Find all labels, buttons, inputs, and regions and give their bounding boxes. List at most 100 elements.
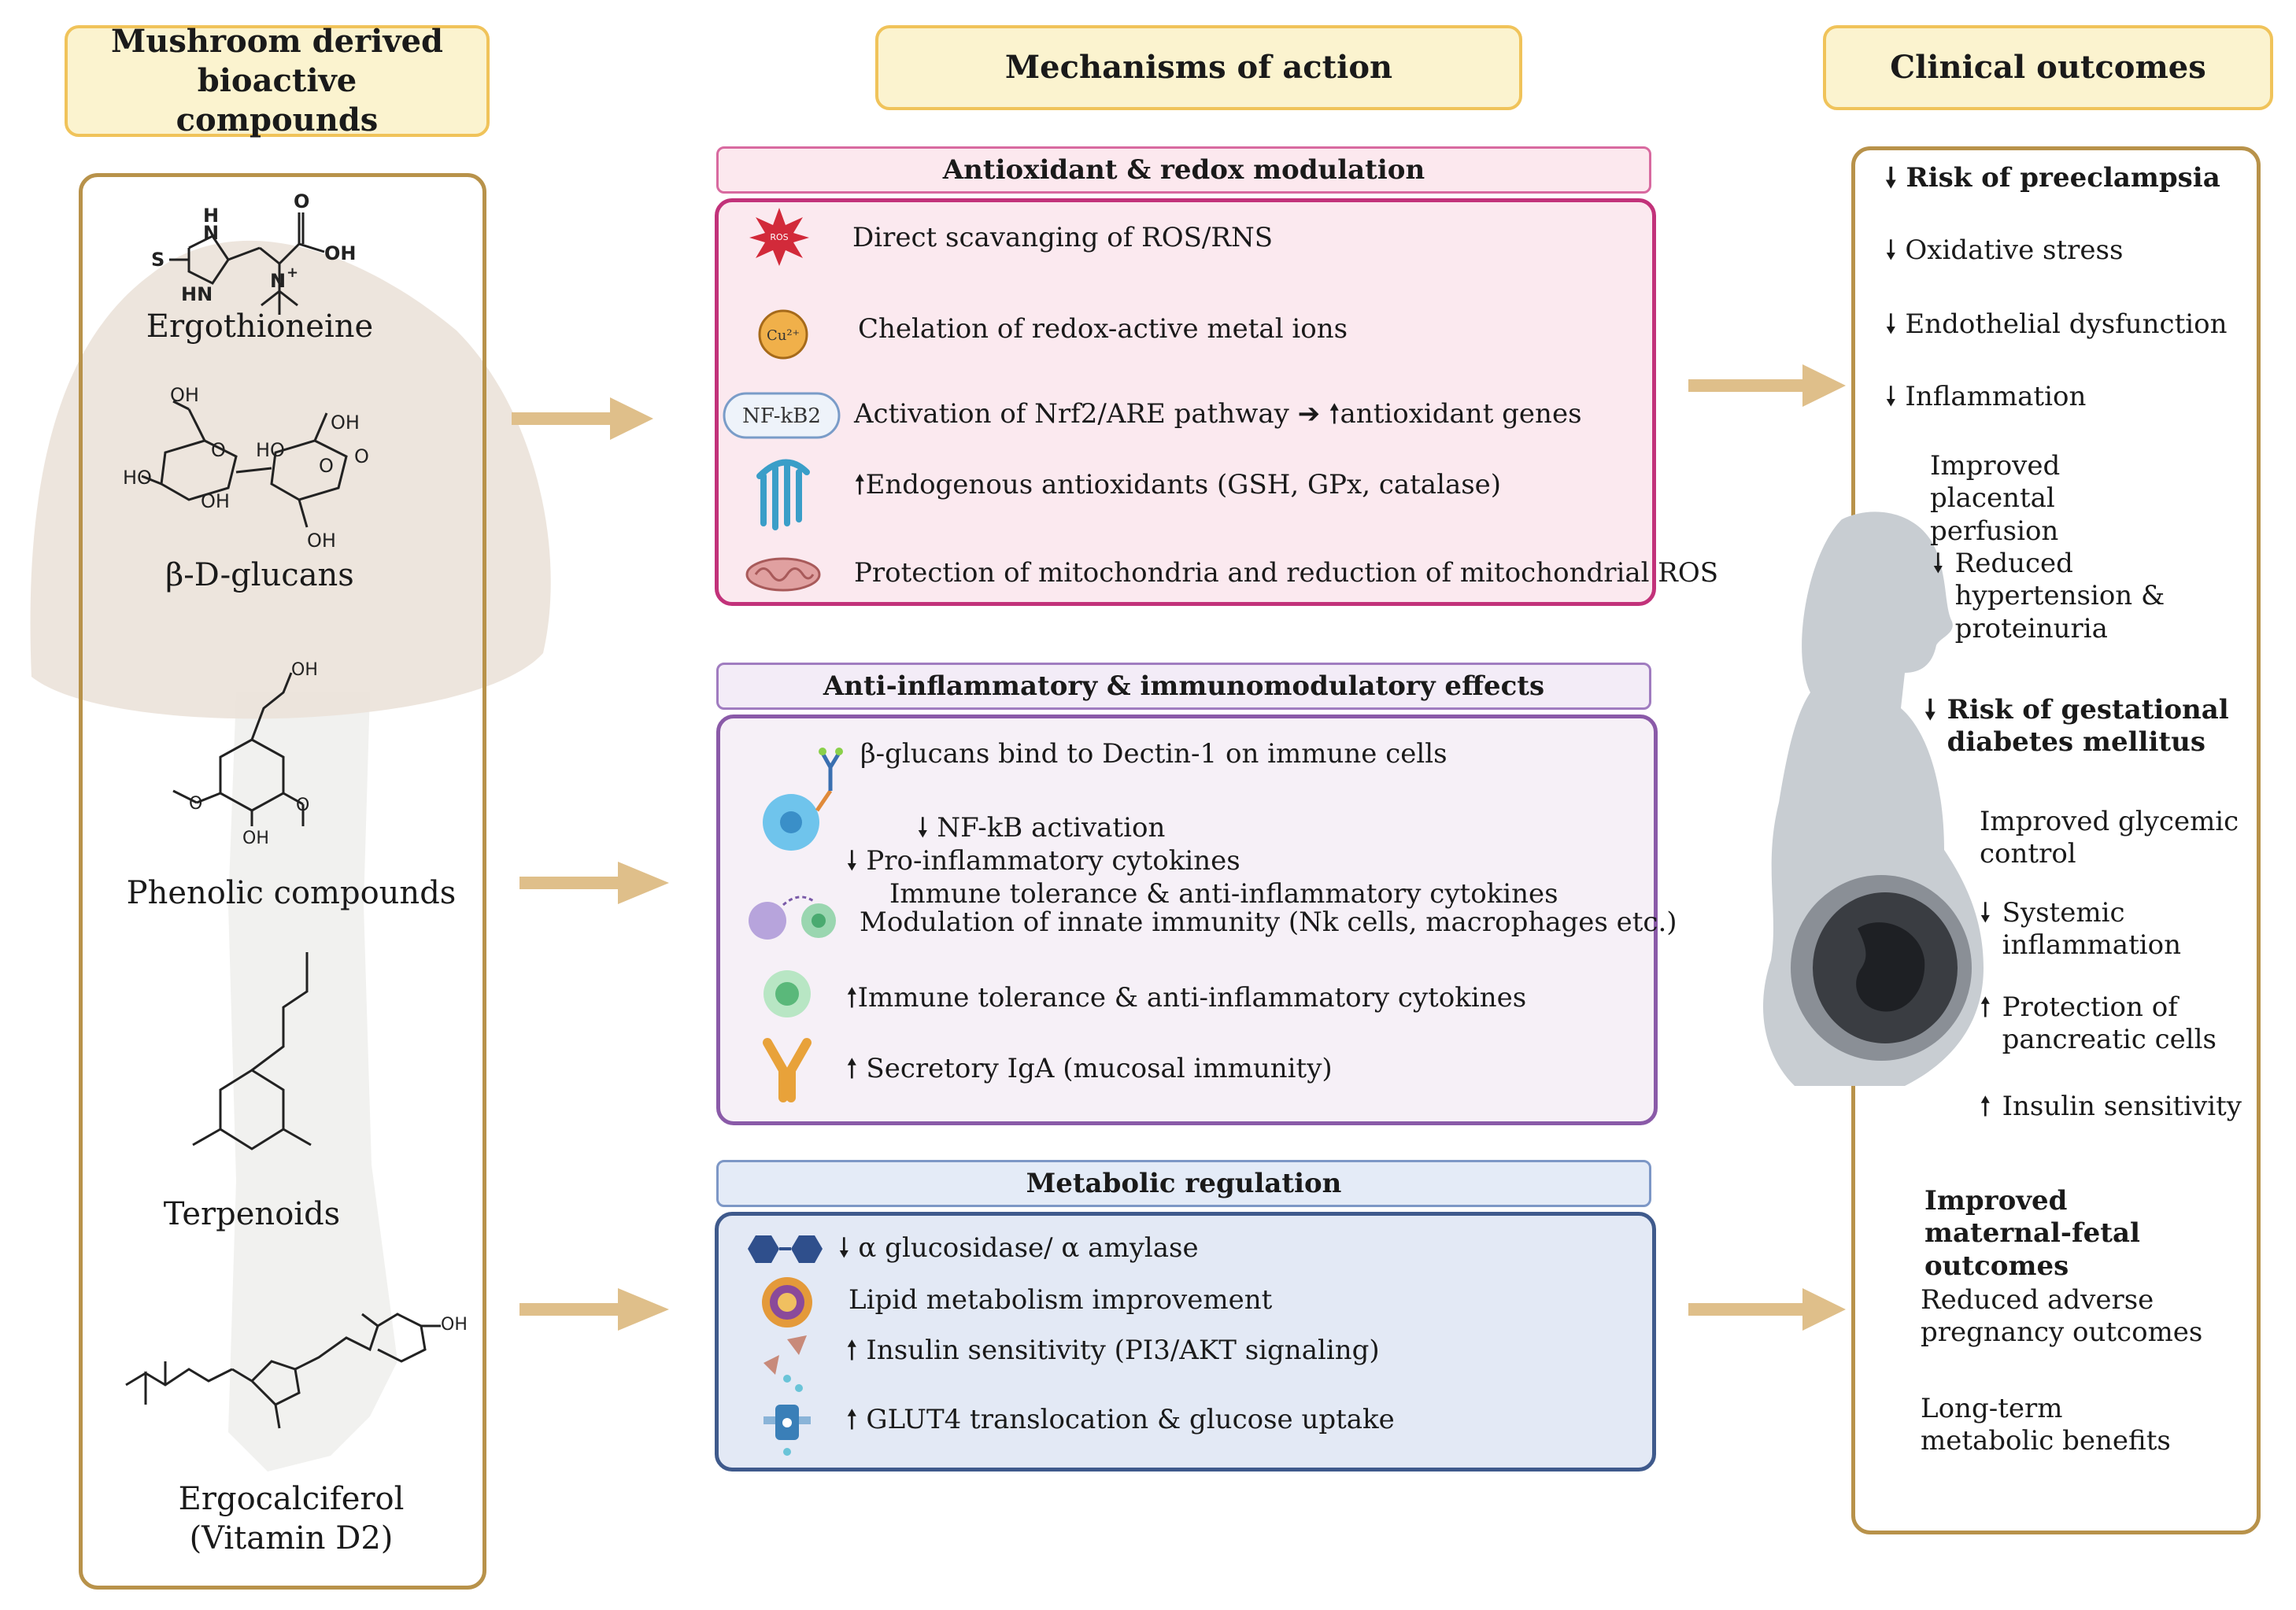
ros-icon-label: ROS (770, 232, 788, 242)
nrf2-text: Activation of Nrf2/ARE pathway (854, 398, 1289, 430)
outcome-insulin-text: Insulin sensitivity (2002, 1091, 2242, 1122)
up-arrow-icon: 🠕 (1980, 1091, 1991, 1122)
arrow-to-antioxidant (512, 397, 653, 440)
outcome-preeclampsia: 🠗 Risk of preeclampsia (1885, 162, 2220, 194)
pro-inflammatory-text: Pro-inflammatory cytokines (866, 845, 1240, 877)
up-arrow-icon: 🠕 (1328, 398, 1340, 430)
metabolic-item-3: 🠕 Insulin sensitivity (PI3/AKT signaling… (846, 1331, 1380, 1376)
copper-icon-label: Cu²⁺ (767, 327, 800, 344)
compounds-header-text: Mushroom derived bioactive compounds (111, 23, 443, 138)
outcome-hypertension-text: Reduced hypertension & proteinuria (1954, 548, 2165, 644)
arrow-to-inflammatory (519, 862, 669, 904)
insulin-molecules-icon (763, 1335, 807, 1392)
beta-glucan-structure: OH HO O OH HO OH O O OH (123, 384, 369, 552)
glut4-transporter-icon (763, 1405, 811, 1456)
atom-label: HN (181, 283, 213, 305)
right-arrow-icon: ➔ (1288, 398, 1329, 430)
down-arrow-icon: 🠗 (838, 1232, 850, 1264)
outcomes-header: Clinical outcomes (1823, 25, 2273, 110)
atom-label: O (189, 794, 202, 814)
inflammatory-title: Anti-inflammatory & immunomodulatory eff… (823, 670, 1545, 702)
nk-macrophage-icon (749, 895, 836, 940)
metabolic-item-1: 🠗 α glucosidase/ α amylase (838, 1229, 1199, 1274)
outcome-endothelial-text: Endothelial dysfunction (1905, 308, 2228, 340)
outcome-systemic: 🠗Systemic inflammation (1980, 897, 2239, 962)
atom-label: HO (256, 439, 285, 461)
inflammatory-item-3: 🠗 Pro-inflammatory cytokines (846, 842, 1240, 887)
atom-label: N (270, 270, 286, 292)
outcome-placental: Improved placental perfusion (1930, 450, 2061, 547)
iga-antibody-icon (763, 1038, 812, 1102)
antioxidant-title-box: Antioxidant & redox modulation (716, 146, 1651, 194)
atom-label: O (211, 439, 226, 461)
atom-label: OH (307, 530, 336, 552)
metabolic-title: Metabolic regulation (1026, 1168, 1342, 1199)
outcome-endothelial: 🠗 Endothelial dysfunction (1885, 308, 2228, 341)
up-arrow-icon: 🠕 (846, 1053, 858, 1084)
inflammatory-item-5: Modulation of innate immunity (Nk cells,… (860, 907, 1677, 938)
down-arrow-icon: 🠗 (1885, 162, 1906, 194)
terpenoid-structure (192, 952, 312, 1150)
inflammatory-item-7: 🠕 Secretory IgA (mucosal immunity) (846, 1050, 1333, 1095)
iga-text: Secretory IgA (mucosal immunity) (866, 1053, 1333, 1084)
outcome-inflammation-text: Inflammation (1905, 381, 2087, 412)
outcome-inflammation: 🠗 Inflammation (1885, 381, 2086, 413)
down-arrow-icon: 🠗 (1932, 548, 1944, 579)
down-arrow-icon: 🠗 (917, 812, 929, 844)
glut4-text: GLUT4 translocation & glucose uptake (866, 1404, 1395, 1435)
inflammatory-title-box: Anti-inflammatory & immunomodulatory eff… (716, 663, 1651, 710)
up-arrow-icon: 🠕 (854, 469, 866, 500)
compound-label-phenolic: Phenolic compounds (126, 875, 457, 911)
antioxidant-item-5: Protection of mitochondria and reduction… (854, 557, 1719, 589)
outcome-gdm: 🠗Risk of gestational diabetes mellitus (1924, 694, 2239, 759)
atom-label: O (354, 445, 369, 467)
outcome-maternal: Improved maternal-fetal outcomes (1924, 1185, 2140, 1282)
pregnant-woman-silhouette (1763, 511, 1984, 1086)
carbohydrate-chain-icon (748, 1235, 823, 1263)
up-arrow-icon: 🠕 (846, 982, 858, 1014)
inflammatory-item-6: 🠕Immune tolerance & anti-inflammatory cy… (846, 979, 1526, 1024)
down-arrow-icon: 🠗 (1885, 234, 1906, 266)
outcome-pancreatic-text: Protection of pancreatic cells (2002, 991, 2217, 1056)
atom-label: OH (291, 660, 318, 680)
regulatory-cell-icon (763, 970, 811, 1017)
atom-label: N (203, 222, 219, 244)
glucosidase-text: α glucosidase/ α amylase (858, 1232, 1199, 1264)
atom-label: + (287, 264, 298, 281)
outcome-adverse: Reduced adverse pregnancy outcomes (1921, 1284, 2203, 1349)
compounds-header: Mushroom derived bioactive compounds (65, 23, 490, 138)
down-arrow-icon: 🠗 (1980, 897, 1991, 929)
outcome-oxidative-text: Oxidative stress (1905, 234, 2124, 266)
compound-label-ergocalciferol: Ergocalciferol (Vitamin D2) (178, 1481, 405, 1556)
ergothioneine-structure: O OH H N S HN N + (151, 190, 357, 315)
nfkb2-badge-icon: NF-kB2 (723, 392, 841, 439)
nfkb-text: NF-kB activation (937, 812, 1166, 844)
atom-label: H (203, 205, 219, 227)
protein-ribbon-icon (756, 459, 810, 530)
atom-label: OH (324, 242, 357, 264)
atom-label: OH (331, 412, 360, 434)
arrow-to-outcomes-top (1688, 364, 1846, 407)
outcome-gdm-text: Risk of gestational diabetes mellitus (1947, 694, 2229, 759)
outcomes-header-text: Clinical outcomes (1890, 49, 2206, 86)
mechanisms-header-text: Mechanisms of action (1004, 49, 1393, 86)
insulin-sensitivity-text: Insulin sensitivity (PI3/AKT signaling) (866, 1335, 1380, 1366)
compound-label-terpenoids: Terpenoids (163, 1196, 341, 1232)
antioxidant-item-1: Direct scavanging of ROS/RNS (852, 222, 1273, 253)
atom-label: HO (123, 467, 152, 489)
outcome-longterm: Long-term metabolic benefits (1921, 1393, 2171, 1457)
down-arrow-icon: 🠗 (1885, 381, 1906, 412)
inflammatory-item-1: β-glucans bind to Dectin-1 on immune cel… (860, 738, 1447, 770)
metabolic-item-4: 🠕 GLUT4 translocation & glucose uptake (846, 1401, 1395, 1446)
atom-label: OH (201, 490, 230, 512)
atom-label: O (319, 455, 334, 477)
mushroom-stem (228, 692, 397, 1472)
inflammatory-box (716, 715, 1658, 1125)
metabolic-title-box: Metabolic regulation (716, 1160, 1651, 1207)
inflammatory-item-2: 🠗 NF-kB activation (917, 809, 1165, 854)
atom-label: O (294, 190, 309, 212)
compound-label-ergothioneine: Ergothioneine (146, 308, 374, 345)
endogenous-text: Endogenous antioxidants (GSH, GPx, catal… (865, 469, 1502, 500)
